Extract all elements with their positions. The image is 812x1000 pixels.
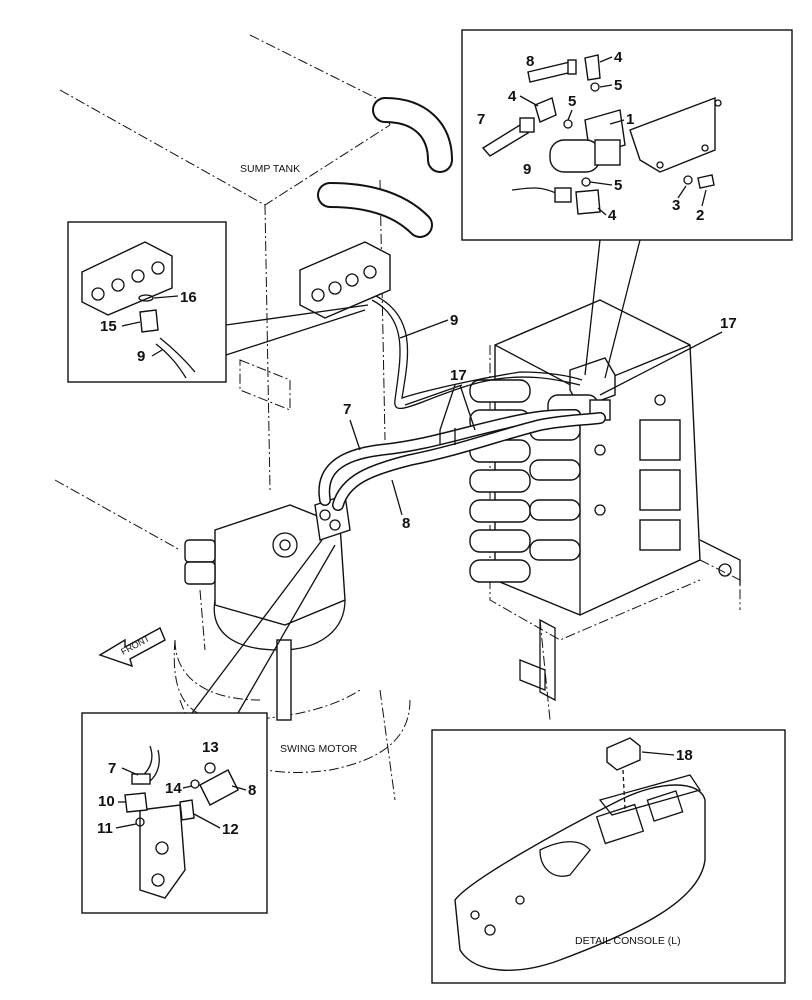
box1-callout-4c: 4 xyxy=(608,207,617,224)
box1-callout-2: 2 xyxy=(696,207,704,224)
leader-box2 xyxy=(225,304,369,356)
box1-callout-4a: 4 xyxy=(614,49,623,66)
box3-callout-11: 11 xyxy=(97,820,113,837)
box3-callout-13: 13 xyxy=(202,739,219,756)
box1-callout-3: 3 xyxy=(672,197,680,214)
box1-callout-5a: 5 xyxy=(614,77,622,94)
box1-callout-8: 8 xyxy=(526,53,534,70)
box3-callout-8: 8 xyxy=(248,782,256,799)
hose-clamp xyxy=(439,428,456,445)
main-callouts: 9 17 17 7 8 xyxy=(343,312,737,532)
box1-callout-5c: 5 xyxy=(614,177,622,194)
sump-tank-label: SUMP TANK xyxy=(240,163,300,175)
callout-7: 7 xyxy=(343,401,351,418)
sump-port-block xyxy=(299,241,391,319)
box3-callout-10: 10 xyxy=(98,793,115,810)
box3-callout-7: 7 xyxy=(108,760,116,777)
box1-callout-5b: 5 xyxy=(568,93,576,110)
swing-motor xyxy=(174,494,351,721)
box1-callout-4b: 4 xyxy=(508,88,517,105)
box4-callout-18: 18 xyxy=(676,747,693,764)
leader-box1 xyxy=(584,239,641,379)
box1-callout-1: 1 xyxy=(626,111,634,128)
box1-callout-9: 9 xyxy=(523,161,531,178)
callout-9: 9 xyxy=(450,312,458,329)
detail-box-port-fitting: 16 15 9 xyxy=(67,221,227,383)
box3-callout-12: 12 xyxy=(222,821,239,838)
box3-callout-14: 14 xyxy=(165,780,182,797)
detail-box-motor-fittings: 13 7 14 8 10 12 11 xyxy=(81,712,268,914)
box2-callout-9: 9 xyxy=(137,348,145,365)
front-arrow: FRONT xyxy=(98,627,166,668)
callout-17: 17 xyxy=(450,367,467,384)
swing-motor-label: SWING MOTOR xyxy=(280,743,358,755)
sump-elbow-pipe xyxy=(317,97,453,238)
hose-7 xyxy=(318,409,581,506)
box2-callout-16: 16 xyxy=(180,289,197,306)
detail-box-console: 18 DETAIL CONSOLE (L) xyxy=(431,729,786,984)
box1-callout-7: 7 xyxy=(477,111,485,128)
detail-console-label: DETAIL CONSOLE (L) xyxy=(575,935,681,947)
box2-callout-15: 15 xyxy=(100,318,117,335)
hose-8 xyxy=(332,412,606,511)
detail-box-solenoid: 8 4 5 4 5 1 7 9 5 4 3 2 xyxy=(461,29,793,241)
leader-box3 xyxy=(191,539,336,714)
callout-17-right: 17 xyxy=(720,315,737,332)
callout-8: 8 xyxy=(402,515,410,532)
